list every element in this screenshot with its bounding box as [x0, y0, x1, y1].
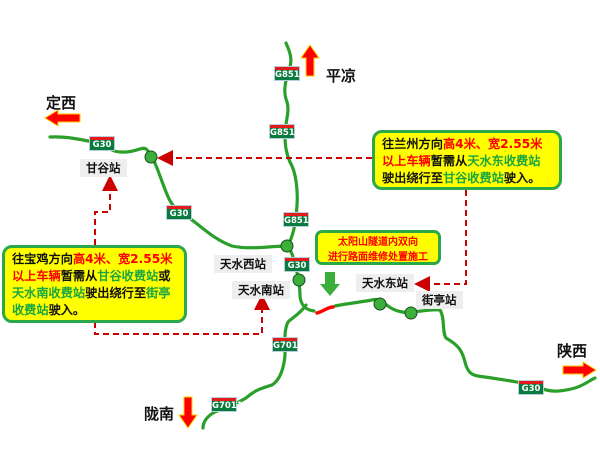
notice-line: 进行路面维修处置施工 [328, 252, 428, 263]
notice-text: 暂需从 [430, 154, 468, 168]
city-pingliang: 平凉 [326, 67, 357, 85]
highway-shield-g30: G30 [284, 257, 310, 272]
city-shaanxi: 陕西 [557, 342, 588, 360]
toll-station-name: 天水东收费站 [467, 154, 541, 168]
toll-station-name: 甘谷收费站 [442, 171, 504, 185]
detour-line-baoji-to-tianshui-south [94, 294, 270, 335]
vehicle-limit-text: 高4米、宽2.55米以上车辆 [382, 137, 543, 168]
highway-shield-g7011: G7011 [272, 337, 304, 352]
highway-shield-g30: G30 [166, 205, 192, 220]
notice-line: 太阳山隧道内双向 [338, 237, 418, 248]
toll-station-name: 甘谷收费站 [97, 269, 159, 283]
toll-node-tianshui-west [280, 239, 294, 253]
detour-line-baoji-to-gangu [94, 175, 118, 245]
road-g30-west [48, 135, 289, 250]
detour-line-lanzhou-to-tianshui-east [414, 190, 467, 292]
notice-text: 驶出绕行至 [85, 286, 147, 300]
toll-node-tianshui-south [292, 273, 306, 287]
shield-label: G30 [521, 384, 541, 394]
shield-label: G30 [92, 140, 112, 150]
highway-shield-g8513: G8513 [274, 66, 306, 81]
arrow-left-icon [44, 109, 81, 127]
construction-section [315, 305, 335, 315]
construction-arrow-down-icon [320, 272, 340, 296]
vehicle-limit-text: 高4米、宽2.55米以上车辆 [12, 252, 173, 283]
station-jieting: 街亭站 [416, 291, 463, 309]
station-tianshui-east: 天水东站 [356, 274, 414, 292]
shield-label: G8513 [270, 128, 301, 138]
highway-shield-g8513: G8513 [283, 212, 315, 227]
tunnel-construction-notice: 太阳山隧道内双向 进行路面维修处置施工 [315, 230, 441, 265]
notice-text: 暂需从 [60, 269, 98, 283]
toll-node-tianshui-east [373, 297, 387, 311]
highway-shield-g7011: G7011 [211, 397, 243, 412]
city-longnan: 陇南 [144, 405, 175, 423]
toll-station-name: 街亭收费站 [12, 286, 171, 317]
road-g7011 [201, 303, 308, 430]
arrow-right-icon [562, 361, 597, 379]
toll-station-name: 天水南收费站 [12, 286, 86, 300]
road-g30-east-2 [333, 297, 597, 393]
arrow-up-icon [300, 44, 320, 77]
notice-text: 驶入。 [503, 171, 541, 185]
shield-label: G8513 [275, 70, 306, 80]
station-gangu: 甘谷站 [80, 159, 127, 177]
shield-label: G7011 [212, 401, 243, 411]
notice-baoji-direction: 往宝鸡方向高4米、宽2.55米以上车辆暂需从甘谷收费站或天水南收费站驶出绕行至街… [2, 245, 187, 323]
shield-label: G30 [169, 209, 189, 219]
notice-text: 驶入。 [48, 303, 86, 317]
city-dingxi: 定西 [46, 94, 77, 112]
notice-text: 驶出绕行至 [382, 171, 443, 185]
toll-node-gangu [144, 150, 158, 164]
shield-label: G8513 [284, 216, 315, 226]
station-tianshui-south: 天水南站 [232, 281, 290, 299]
notice-lanzhou-direction: 往兰州方向高4米、宽2.55米以上车辆暂需从天水东收费站驶出绕行至甘谷收费站驶入… [372, 130, 562, 190]
notice-text: 往宝鸡方向 [12, 252, 73, 266]
arrow-down-icon [178, 396, 198, 429]
notice-text: 往兰州方向 [382, 137, 443, 151]
shield-label: G30 [287, 261, 307, 271]
toll-node-jieting [404, 306, 418, 320]
highway-shield-g30: G30 [89, 136, 115, 151]
shield-label: G7011 [273, 341, 304, 351]
station-tianshui-west: 天水西站 [214, 255, 272, 273]
highway-shield-g8513: G8513 [269, 124, 301, 139]
notice-text: 或 [158, 269, 171, 283]
highway-shield-g30: G30 [518, 380, 544, 395]
